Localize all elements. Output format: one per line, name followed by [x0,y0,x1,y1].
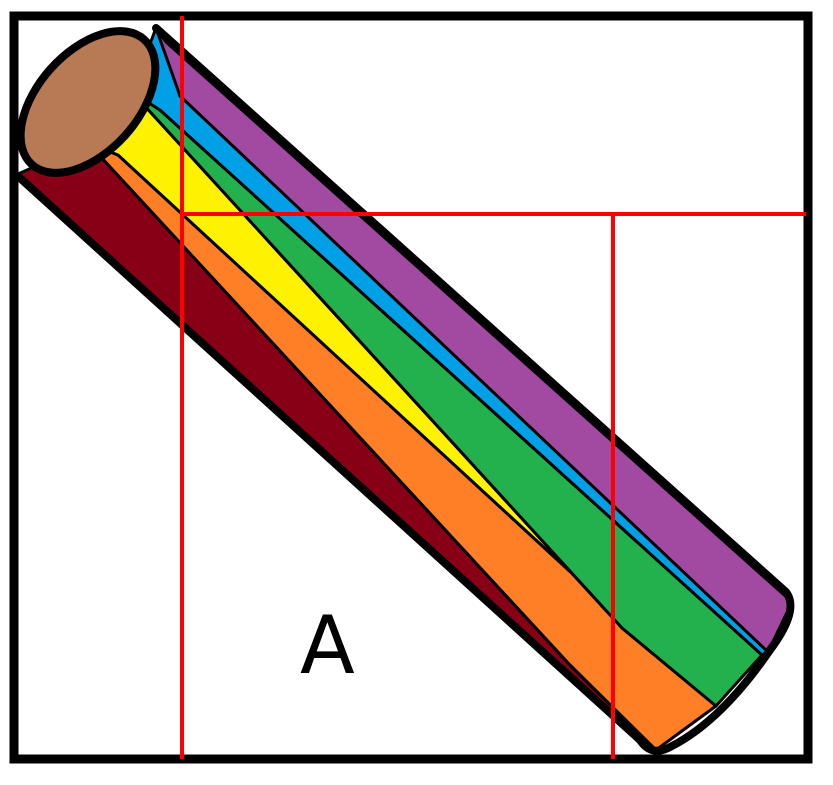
tube-outline [16,24,795,755]
tube-end-cap [16,27,160,177]
tube-body [16,26,794,752]
guide-lines [180,16,806,759]
region-label: A [300,599,355,692]
